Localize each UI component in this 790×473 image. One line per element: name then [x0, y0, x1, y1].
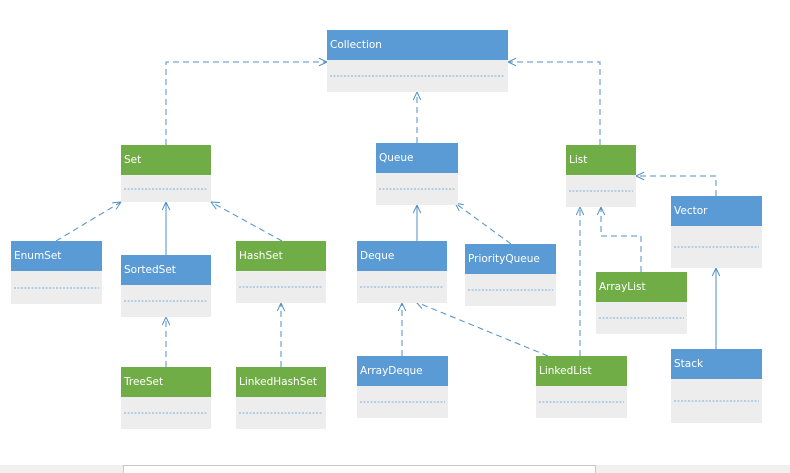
- node-vector[interactable]: Vector: [671, 196, 762, 268]
- node-stack[interactable]: Stack: [671, 349, 762, 423]
- node-header: [376, 143, 458, 173]
- node-title: ArrayList: [599, 281, 646, 293]
- bottom-panel-edge: [123, 465, 596, 473]
- node-sortedset[interactable]: SortedSet: [121, 255, 211, 317]
- edge-arraylist-to-list: [601, 207, 642, 272]
- node-arraydeque[interactable]: ArrayDeque: [357, 356, 448, 418]
- node-title: LinkedList: [539, 365, 592, 377]
- node-title: Vector: [674, 205, 708, 217]
- node-hashset[interactable]: HashSet: [236, 241, 326, 303]
- edge-enumset-to-set: [55, 202, 121, 242]
- node-title: Queue: [379, 152, 414, 164]
- edge-linkedlist-to-deque: [416, 302, 549, 357]
- node-title: Set: [124, 154, 141, 166]
- node-header: [236, 241, 326, 271]
- node-title: Stack: [674, 358, 704, 370]
- node-header: [465, 244, 556, 274]
- edge-set-to-collection: [165, 62, 327, 145]
- node-title: LinkedHashSet: [239, 376, 317, 388]
- node-treeset[interactable]: TreeSet: [121, 367, 211, 429]
- node-title: Collection: [330, 39, 382, 51]
- edges-layer: [55, 62, 717, 367]
- node-title: SortedSet: [124, 264, 176, 276]
- node-header: [566, 145, 636, 175]
- node-title: TreeSet: [123, 376, 163, 388]
- edge-list-to-collection: [508, 62, 601, 145]
- node-collection[interactable]: Collection: [327, 30, 508, 92]
- node-title: EnumSet: [14, 250, 61, 262]
- node-arraylist[interactable]: ArrayList: [596, 272, 687, 334]
- node-header: [121, 367, 211, 397]
- node-header: [121, 145, 211, 175]
- node-title: HashSet: [239, 250, 283, 262]
- node-header: [671, 349, 762, 379]
- node-header: [536, 356, 627, 386]
- node-linkedlist[interactable]: LinkedList: [536, 356, 627, 418]
- node-queue[interactable]: Queue: [376, 143, 458, 205]
- node-header: [357, 356, 448, 386]
- node-priorityqueue[interactable]: PriorityQueue: [465, 244, 556, 306]
- node-list[interactable]: List: [566, 145, 636, 207]
- node-title: List: [569, 154, 587, 166]
- node-header: [671, 196, 762, 226]
- node-header: [11, 241, 102, 271]
- node-title: Deque: [360, 250, 394, 262]
- node-header: [327, 30, 508, 60]
- node-header: [596, 272, 687, 302]
- node-title: ArrayDeque: [360, 365, 423, 377]
- node-set[interactable]: Set: [121, 145, 211, 202]
- node-linkedhashset[interactable]: LinkedHashSet: [236, 367, 326, 429]
- edge-priorityqueue-to-queue: [455, 203, 512, 245]
- node-header: [121, 255, 211, 285]
- node-deque[interactable]: Deque: [357, 241, 447, 303]
- edge-vector-to-list: [636, 176, 717, 196]
- node-title: PriorityQueue: [468, 253, 540, 265]
- node-header: [357, 241, 447, 271]
- edge-hashset-to-set: [211, 202, 283, 242]
- node-enumset[interactable]: EnumSet: [11, 241, 102, 304]
- node-header: [236, 367, 326, 397]
